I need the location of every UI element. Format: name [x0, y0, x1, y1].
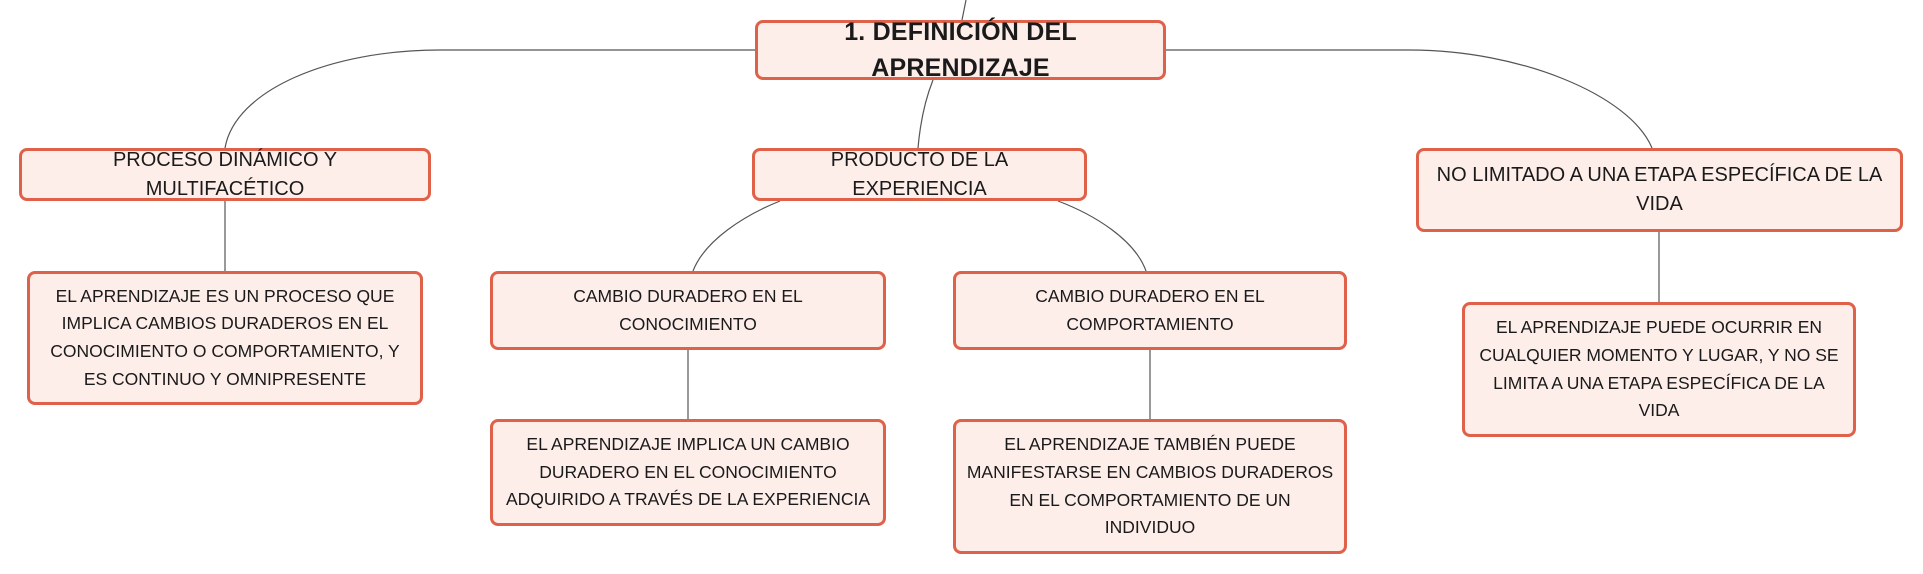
root-topic[interactable]: 1. DEFINICIÓN DEL APRENDIZAJE — [755, 18, 1166, 82]
detail-text: EL APRENDIZAJE PUEDE OCURRIR EN CUALQUIE… — [1479, 317, 1839, 421]
branch-label: PROCESO DINÁMICO Y MULTIFACÉTICO — [112, 148, 338, 200]
connector-branch-2-to-child-2 — [1057, 200, 1147, 272]
branch-no-limitado[interactable]: NO LIMITADO A UNA ETAPA ESPECÍFICA DE LA… — [1416, 148, 1903, 232]
subtopic-label: CAMBIO DURADERO EN EL COMPORTAMIENTO — [1035, 286, 1265, 334]
subtopic-cambio-comportamiento[interactable]: CAMBIO DURADERO EN EL COMPORTAMIENTO — [953, 271, 1347, 350]
connector-from-parent — [961, 0, 967, 21]
detail-text: EL APRENDIZAJE IMPLICA UN CAMBIO DURADER… — [505, 434, 871, 510]
detail-cambio-comportamiento[interactable]: EL APRENDIZAJE TAMBIÉN PUEDE MANIFESTARS… — [953, 419, 1347, 554]
root-topic-label: 1. DEFINICIÓN DEL APRENDIZAJE — [844, 17, 1077, 82]
detail-text: EL APRENDIZAJE ES UN PROCESO QUE IMPLICA… — [50, 285, 400, 389]
subtopic-cambio-conocimiento[interactable]: CAMBIO DURADERO EN EL CONOCIMIENTO — [490, 271, 886, 350]
branch-proceso-dinamico[interactable]: PROCESO DINÁMICO Y MULTIFACÉTICO — [19, 148, 431, 201]
branch-producto-experiencia[interactable]: PRODUCTO DE LA EXPERIENCIA — [752, 148, 1087, 201]
detail-text: EL APRENDIZAJE TAMBIÉN PUEDE MANIFESTARS… — [966, 434, 1334, 538]
connector-root-to-branch-3 — [1166, 49, 1653, 149]
connector-branch-2-to-child-1 — [692, 200, 781, 272]
detail-no-limitado[interactable]: EL APRENDIZAJE PUEDE OCURRIR EN CUALQUIE… — [1462, 302, 1856, 437]
connector-root-to-branch-2 — [917, 79, 934, 149]
branch-label: NO LIMITADO A UNA ETAPA ESPECÍFICA DE LA… — [1436, 164, 1883, 215]
detail-proceso-dinamico[interactable]: EL APRENDIZAJE ES UN PROCESO QUE IMPLICA… — [27, 271, 423, 405]
detail-cambio-conocimiento[interactable]: EL APRENDIZAJE IMPLICA UN CAMBIO DURADER… — [490, 419, 886, 526]
connector-root-to-branch-1 — [224, 49, 755, 149]
subtopic-label: CAMBIO DURADERO EN EL CONOCIMIENTO — [573, 286, 803, 334]
branch-label: PRODUCTO DE LA EXPERIENCIA — [830, 148, 1009, 200]
